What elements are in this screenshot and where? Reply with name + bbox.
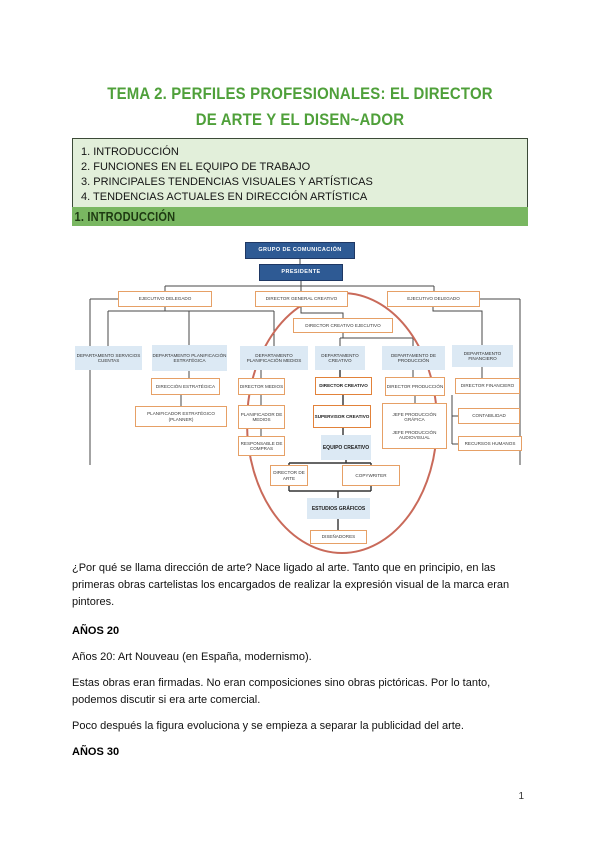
org-node-director-creativo: DIRECTOR CREATIVO [315, 377, 372, 395]
org-node-dep-planificacion-estrategica: DEPARTAMENTO PLANIFICACIÓN ESTRATÉGICA [152, 345, 227, 371]
org-node-jefe-produccion-grafica: JEFE PRODUCCIÓN GRÁFICA [392, 411, 437, 423]
org-node-dep-planificacion-medios: DEPARTAMENTO PLANIFICACIÓN MEDIOS [240, 346, 308, 370]
org-node-director-arte: DIRECTOR DE ARTE [270, 465, 308, 486]
org-node-dep-servicios-cuentas: DEPARTAMENTO SERVICIOS CUENTAS [75, 346, 142, 370]
org-node-estudios-graficos: ESTUDIOS GRÁFICOS [307, 498, 370, 519]
org-node-direccion-estrategica: DIRECCIÓN ESTRATÉGICA [151, 378, 220, 395]
subheading-anos-30: AÑOS 30 [72, 746, 120, 758]
subheading-anos-20: AÑOS 20 [72, 625, 120, 637]
org-node-jefe-produccion-audiovisual: JEFE PRODUCCIÓN AUDIOVISUAL [392, 429, 437, 441]
org-node-ejecutivo-delegado-izq: EJECUTIVO DELEGADO [118, 291, 212, 307]
org-node-dep-creativo: DEPARTAMENTO CREATIVO [315, 346, 365, 370]
org-node-director-medios: DIRECTOR MEDIOS [238, 378, 285, 395]
paragraph: Estas obras eran firmadas. No eran compo… [72, 677, 491, 706]
org-node-contabilidad: CONTABILIDAD [458, 408, 520, 424]
section-heading: 1. INTRODUCCIÓN [74, 209, 176, 224]
paragraph: ¿Por qué se llama dirección de arte? Nac… [72, 562, 510, 608]
org-node-jefes-produccion: JEFE PRODUCCIÓN GRÁFICA JEFE PRODUCCIÓN … [382, 403, 447, 449]
index-item: 1. INTRODUCCIÓN [81, 146, 179, 158]
index-item: 4. TENDENCIAS ACTUALES EN DIRECCIÓN ARTÍ… [81, 191, 368, 203]
page-title: TEMA 2. PERFILES PROFESIONALES: EL DIREC… [107, 84, 493, 130]
org-node-dep-produccion: DEPARTAMENTO DE PRODUCCIÓN [382, 346, 445, 370]
org-node-disenadores: DISEÑADORES [310, 530, 367, 544]
index-box: 1. INTRODUCCIÓN 2. FUNCIONES EN EL EQUIP… [72, 138, 528, 212]
org-node-director-financiero: DIRECTOR FINANCIERO [455, 378, 520, 394]
org-node-recursos-humanos: RECURSOS HUMANOS [458, 436, 522, 451]
section-heading-bar: 1. INTRODUCCIÓN [72, 207, 528, 226]
org-chart: GRUPO DE COMUNICACIÓN PRESIDENTE EJECUTI… [0, 235, 600, 557]
org-node-planificador-medios: PLANIFICADOR DE MEDIOS [238, 405, 285, 429]
org-node-copywriter: COPYWRITER [342, 465, 400, 486]
org-node-director-creativo-ejecutivo: DIRECTOR CREATIVO EJECUTIVO [293, 318, 393, 333]
org-node-director-general-creativo: DIRECTOR GENERAL CREATIVO [255, 291, 348, 307]
index-item: 2. FUNCIONES EN EL EQUIPO DE TRABAJO [81, 161, 311, 173]
index-item: 3. PRINCIPALES TENDENCIAS VISUALES Y ART… [81, 176, 373, 188]
org-node-presidente: PRESIDENTE [259, 264, 343, 281]
org-node-responsable-compras: RESPONSABLE DE COMPRAS [238, 436, 285, 456]
page-number: 1 [518, 791, 524, 802]
body-text: ¿Por qué se llama dirección de arte? Nac… [72, 560, 528, 770]
org-node-ejecutivo-delegado-der: EJECUTIVO DELEGADO [387, 291, 480, 307]
paragraph: Poco después la figura evoluciona y se e… [72, 720, 464, 732]
org-node-planificador-estrategico: PLANIFICADOR ESTRATÉGICO (PLANNER) [135, 406, 227, 427]
org-node-equipo-creativo: EQUIPO CREATIVO [321, 435, 371, 460]
org-node-dep-financiero: DEPARTAMENTO FINANCIERO [452, 345, 513, 367]
org-node-supervisor-creativo: SUPERVISOR CREATIVO [313, 405, 371, 428]
org-node-grupo-comunicacion: GRUPO DE COMUNICACIÓN [245, 242, 355, 259]
paragraph: Años 20: Art Nouveau (en España, moderni… [72, 651, 312, 663]
org-node-director-produccion: DIRECTOR PRODUCCIÓN [385, 377, 445, 396]
org-chart-connectors [89, 259, 521, 554]
